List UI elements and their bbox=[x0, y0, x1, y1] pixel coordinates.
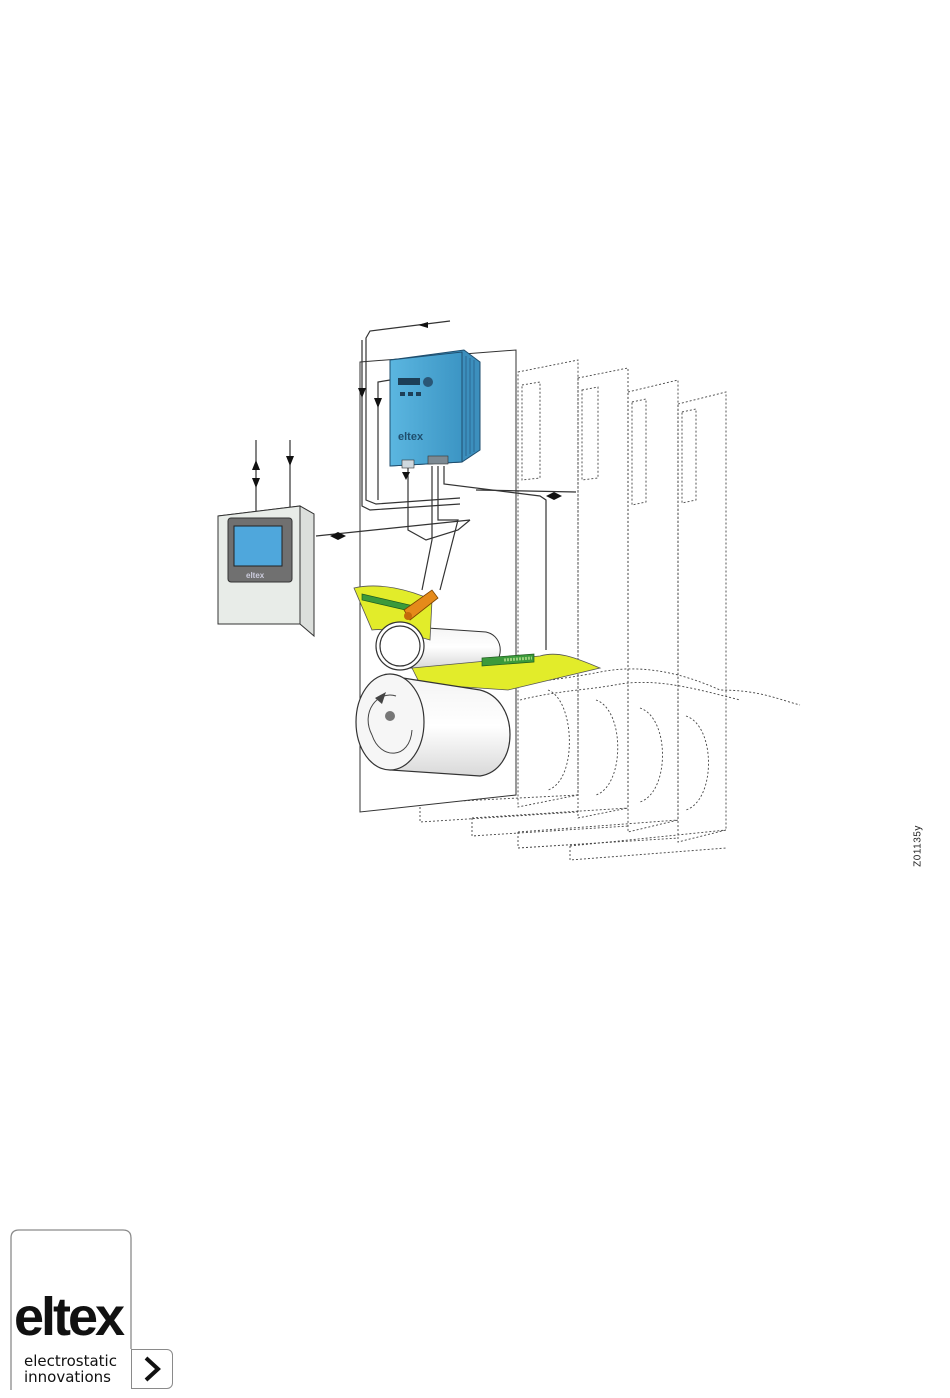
control-unit: eltex bbox=[390, 350, 480, 468]
eltex-logo: eltex bbox=[14, 1290, 122, 1344]
figure-code: Z01135y bbox=[913, 825, 924, 867]
guide-ring bbox=[376, 622, 424, 670]
control-panel: eltex bbox=[218, 506, 314, 636]
panel-brand-label: eltex bbox=[246, 571, 265, 580]
tagline-line-1: electrostatic bbox=[24, 1353, 117, 1369]
tagline-line-2: innovations bbox=[24, 1369, 111, 1385]
unit-brand-label: eltex bbox=[398, 431, 424, 443]
chevron-right-icon bbox=[131, 1349, 173, 1389]
